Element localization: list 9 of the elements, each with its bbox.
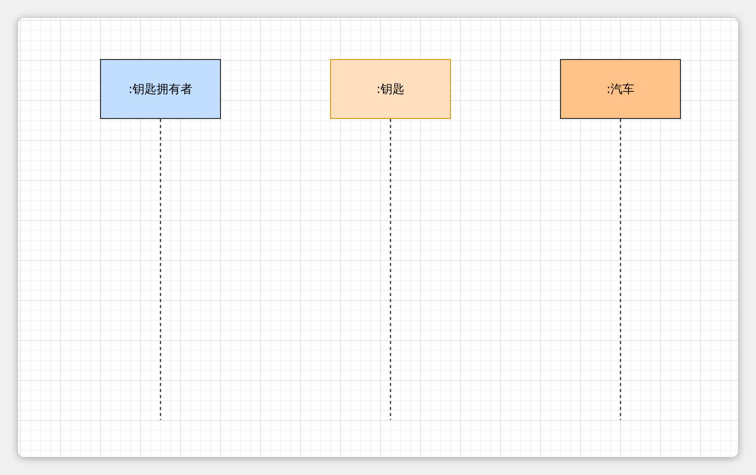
object-name: :钥匙拥有者 [128, 80, 193, 98]
object-name: :钥匙 [376, 80, 405, 98]
lifeline [390, 119, 392, 420]
lifeline [160, 119, 162, 420]
lifeline-head-box [100, 59, 221, 119]
lifeline [620, 119, 622, 420]
object-name: :汽车 [606, 80, 635, 98]
lifeline-head-box [330, 59, 451, 119]
lifeline-head-box [560, 59, 681, 119]
